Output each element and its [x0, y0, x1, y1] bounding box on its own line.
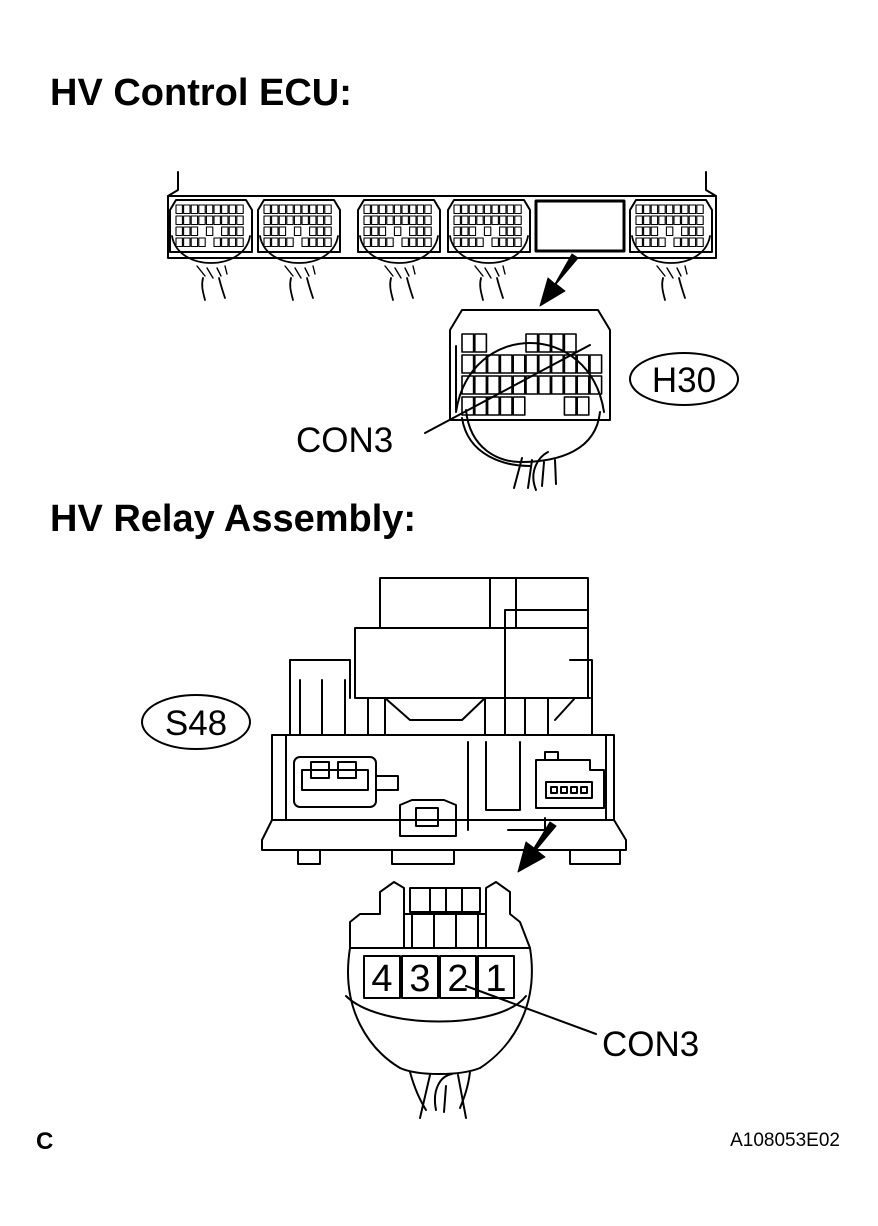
ecu-connector-row — [169, 199, 713, 301]
relay-heading: HV Relay Assembly: — [50, 498, 417, 540]
relay-pointer-arrow — [517, 821, 557, 873]
ecu-connector-2 — [257, 199, 341, 301]
ecu-pointer-arrow — [539, 253, 579, 307]
ecu-connector-3 — [357, 199, 441, 301]
relay-con3-label: CON3 — [602, 1025, 699, 1064]
figure-code: A108053E02 — [730, 1130, 840, 1151]
relay-pin-number: 4 — [371, 958, 392, 1000]
relay-pin-number: 1 — [485, 958, 506, 1000]
footer-left-label: C — [36, 1128, 54, 1155]
h30-connector — [449, 309, 611, 491]
ecu-heading: HV Control ECU: — [50, 72, 352, 114]
ecu-connector-1 — [169, 199, 253, 301]
h30-callout-bubble — [629, 352, 739, 406]
relay-pin-number: 3 — [409, 958, 430, 1000]
ecu-con3-label: CON3 — [296, 421, 393, 460]
h30-terminal-grid — [461, 333, 603, 416]
relay-con3-leader — [465, 985, 597, 1035]
ecu-body — [167, 171, 717, 259]
h30-callout-label: H30 — [652, 361, 716, 400]
relay-body — [261, 577, 627, 865]
s48-callout-label: S48 — [165, 704, 227, 743]
relay-pin-box — [439, 955, 477, 999]
ecu-connector-4 — [447, 199, 531, 301]
ecu-connector-5 — [629, 199, 713, 301]
relay-pin-number: 2 — [447, 958, 468, 1000]
relay-pin-box — [363, 955, 401, 999]
ecu-con3-leader — [424, 344, 591, 434]
relay-pin-box — [401, 955, 439, 999]
s48-callout-bubble — [141, 694, 251, 750]
